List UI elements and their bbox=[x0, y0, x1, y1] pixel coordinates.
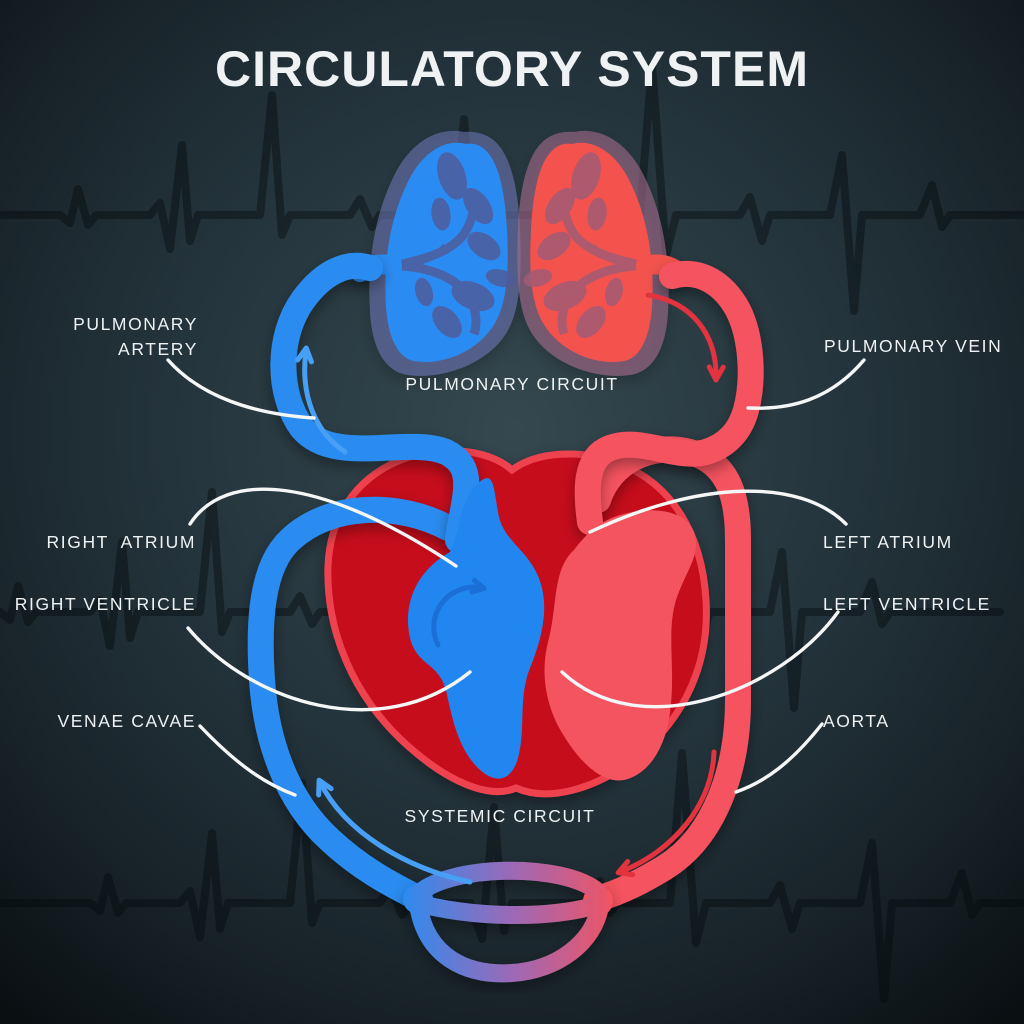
systemic-capillary-bed bbox=[403, 861, 613, 983]
label-systemic-circuit: SYSTEMIC CIRCUIT bbox=[404, 806, 596, 826]
pointer-left-ventricle bbox=[560, 610, 840, 709]
pointer-pulmonary-artery bbox=[166, 358, 316, 420]
heart-flow-arrow bbox=[431, 577, 487, 648]
pointer-pulmonary-vein bbox=[746, 358, 866, 410]
label-aorta: AORTA bbox=[823, 711, 890, 731]
vena-cava-flow-arrow bbox=[316, 777, 473, 885]
label-pointers bbox=[166, 358, 866, 797]
page-title: CIRCULATORY SYSTEM bbox=[215, 41, 809, 97]
aorta-flow-arrow bbox=[615, 749, 717, 878]
label-right-atrium: RIGHT ATRIUM bbox=[46, 532, 196, 552]
label-pulmonary-vein: PULMONARY VEIN bbox=[824, 336, 1003, 356]
vena-cava-vessel bbox=[247, 496, 461, 910]
label-left-ventricle: LEFT VENTRICLE bbox=[823, 594, 991, 614]
pointer-right-ventricle bbox=[186, 626, 472, 712]
heart-left-chambers bbox=[544, 510, 697, 781]
pulmonary-artery-vessel bbox=[270, 252, 480, 553]
label-venae-cavae: VENAE CAVAE bbox=[57, 711, 196, 731]
pointer-venae-cavae bbox=[198, 724, 297, 797]
pointer-aorta bbox=[734, 722, 824, 794]
heart-right-chambers bbox=[407, 478, 545, 779]
label-pulmonary-circuit: PULMONARY CIRCUIT bbox=[405, 374, 619, 394]
pointer-left-atrium bbox=[588, 489, 848, 534]
pulmonary-vein-vessel bbox=[574, 260, 764, 535]
label-right-ventricle: RIGHT VENTRICLE bbox=[14, 594, 196, 614]
pointer-right-atrium bbox=[188, 487, 458, 568]
label-left-atrium: LEFT ATRIUM bbox=[823, 532, 953, 552]
label-pulmonary-artery: PULMONARY ARTERY bbox=[73, 314, 198, 360]
pulmonary-vein-flow-arrow bbox=[645, 292, 726, 383]
pulmonary-artery-flow-arrow bbox=[295, 345, 348, 455]
